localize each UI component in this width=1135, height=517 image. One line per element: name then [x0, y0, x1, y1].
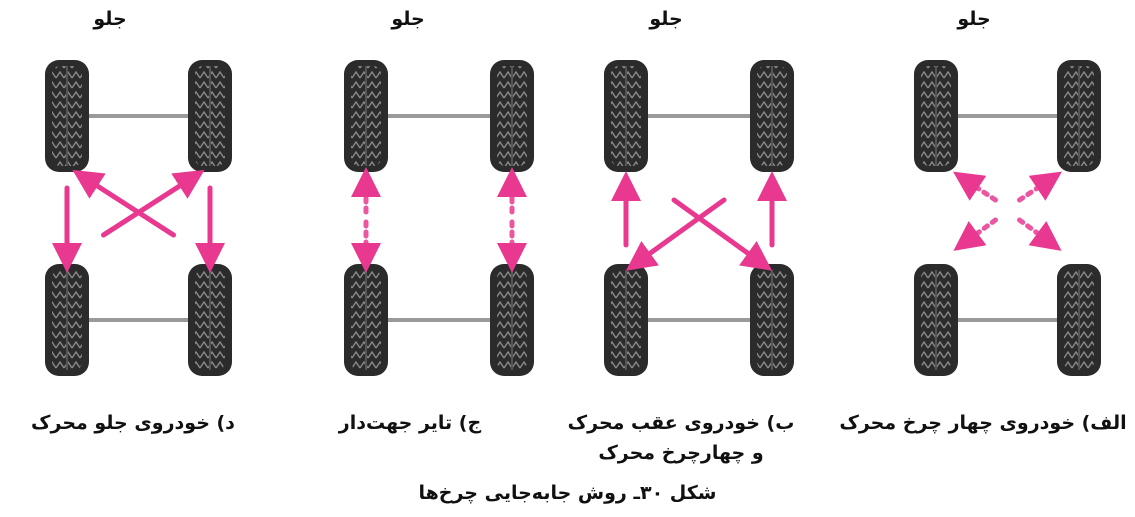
- caption-b: ب) خودروی عقب محرک و چهارچرخ محرک: [556, 408, 806, 468]
- tire-front-left: [604, 60, 648, 172]
- tire-rear-right: [490, 264, 534, 376]
- panel-directional: [344, 60, 534, 376]
- front-label-b: جلو: [649, 8, 683, 30]
- caption-b-line2: و چهارچرخ محرک: [598, 442, 764, 464]
- caption-c-line1: ج) تایر جهت‌دار: [338, 412, 482, 434]
- tire-rear-left: [344, 264, 388, 376]
- caption-alef-line1: الف) خودروی چهار چرخ محرک: [839, 412, 1127, 434]
- caption-d-line1: د) خودروی جلو محرک: [31, 412, 235, 434]
- arrow-cross-up-right: [1017, 171, 1062, 203]
- figure-title: شکل ۳۰ـ روش جابه‌جایی چرخ‌ها: [418, 482, 717, 504]
- front-label-c: جلو: [391, 8, 425, 30]
- arrow-cross-up-left: [953, 171, 998, 203]
- arrow-rear-right-to-front-left: [72, 169, 176, 238]
- front-label-d: جلو: [93, 8, 127, 30]
- tire-front-right: [188, 60, 232, 172]
- tire-rear-left: [914, 264, 958, 376]
- tire-rear-left: [45, 264, 89, 376]
- tire-front-right: [750, 60, 794, 172]
- tire-front-right: [490, 60, 534, 172]
- arrow-cross-down-right: [1017, 217, 1062, 251]
- panel-x-cross: [914, 60, 1101, 376]
- caption-c: ج) تایر جهت‌دار: [320, 408, 500, 438]
- panel-rear-drive: [604, 60, 794, 376]
- tire-front-left: [914, 60, 958, 172]
- caption-b-line1: ب) خودروی عقب محرک: [567, 412, 795, 434]
- arrow-rear-left-to-front-right: [101, 169, 205, 238]
- tire-rotation-diagram: [45, 60, 1101, 376]
- caption-d: د) خودروی جلو محرک: [18, 408, 248, 438]
- arrow-cross-down-left: [953, 217, 998, 251]
- tire-front-left: [45, 60, 89, 172]
- tire-front-left: [344, 60, 388, 172]
- arrow-front-right-to-rear-left: [625, 197, 727, 271]
- panels-layer: [45, 60, 1101, 376]
- tire-rear-right: [750, 264, 794, 376]
- tire-rear-right: [1057, 264, 1101, 376]
- tire-rear-left: [604, 264, 648, 376]
- front-label-alef: جلو: [957, 8, 991, 30]
- tire-rear-right: [188, 264, 232, 376]
- panel-front-drive: [45, 60, 232, 376]
- arrow-front-left-to-rear-right: [671, 197, 773, 271]
- caption-alef: الف) خودروی چهار چرخ محرک: [838, 408, 1128, 438]
- tire-front-right: [1057, 60, 1101, 172]
